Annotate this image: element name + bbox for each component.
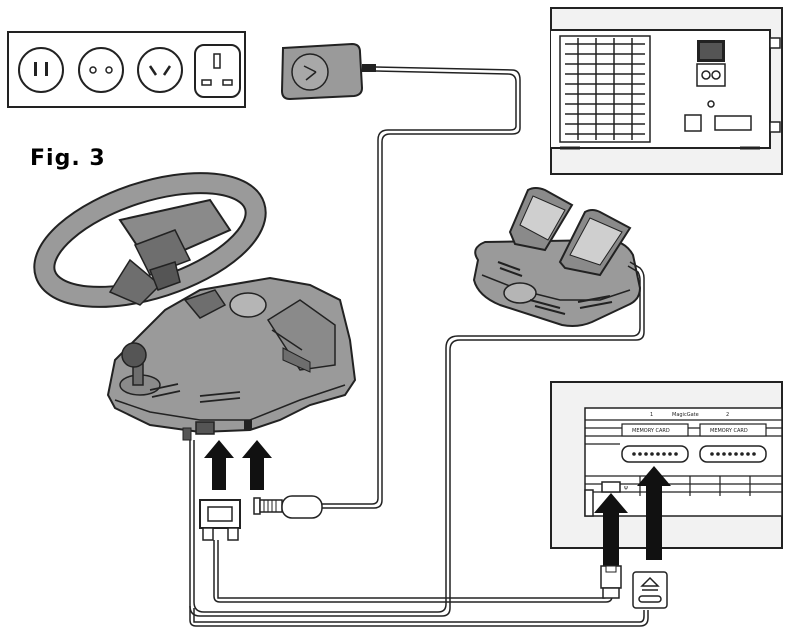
memory-card-2-label: MEMORY CARD [710,428,748,434]
console-connect-arrow-icon [594,466,671,572]
pedal-connector-plug [199,499,241,541]
controller-plug [632,571,668,609]
au-outlet-icon [137,47,183,93]
pedal-cable [189,261,645,617]
wheel-base [106,276,357,441]
slot-2-label: 2 [726,412,729,418]
us-outlet-icon [18,47,64,93]
eu-outlet-icon [78,47,124,93]
figure-label: Fig. 3 [30,146,106,171]
uk-outlet-icon [194,44,241,98]
memory-card-1-label: MEMORY CARD [632,428,670,434]
power-outlets-panel [7,31,246,108]
pedals-unit [472,187,642,327]
brand-label: MagicGate [672,412,699,418]
console-back-panel [550,7,783,175]
steering-wheel [33,172,267,308]
adapter-cable [322,66,521,509]
usb-mark-label: Ψ [624,486,628,492]
connect-arrow-icon [204,440,272,490]
slot-1-label: 1 [650,412,653,418]
usb-plug [600,565,622,599]
console-front-panel: 1 MagicGate 2 MEMORY CARD MEMORY CARD Ψ [550,381,783,549]
usb-and-controller-cables [189,540,649,627]
dc-power-plug [253,495,323,519]
power-adapter [280,42,376,101]
